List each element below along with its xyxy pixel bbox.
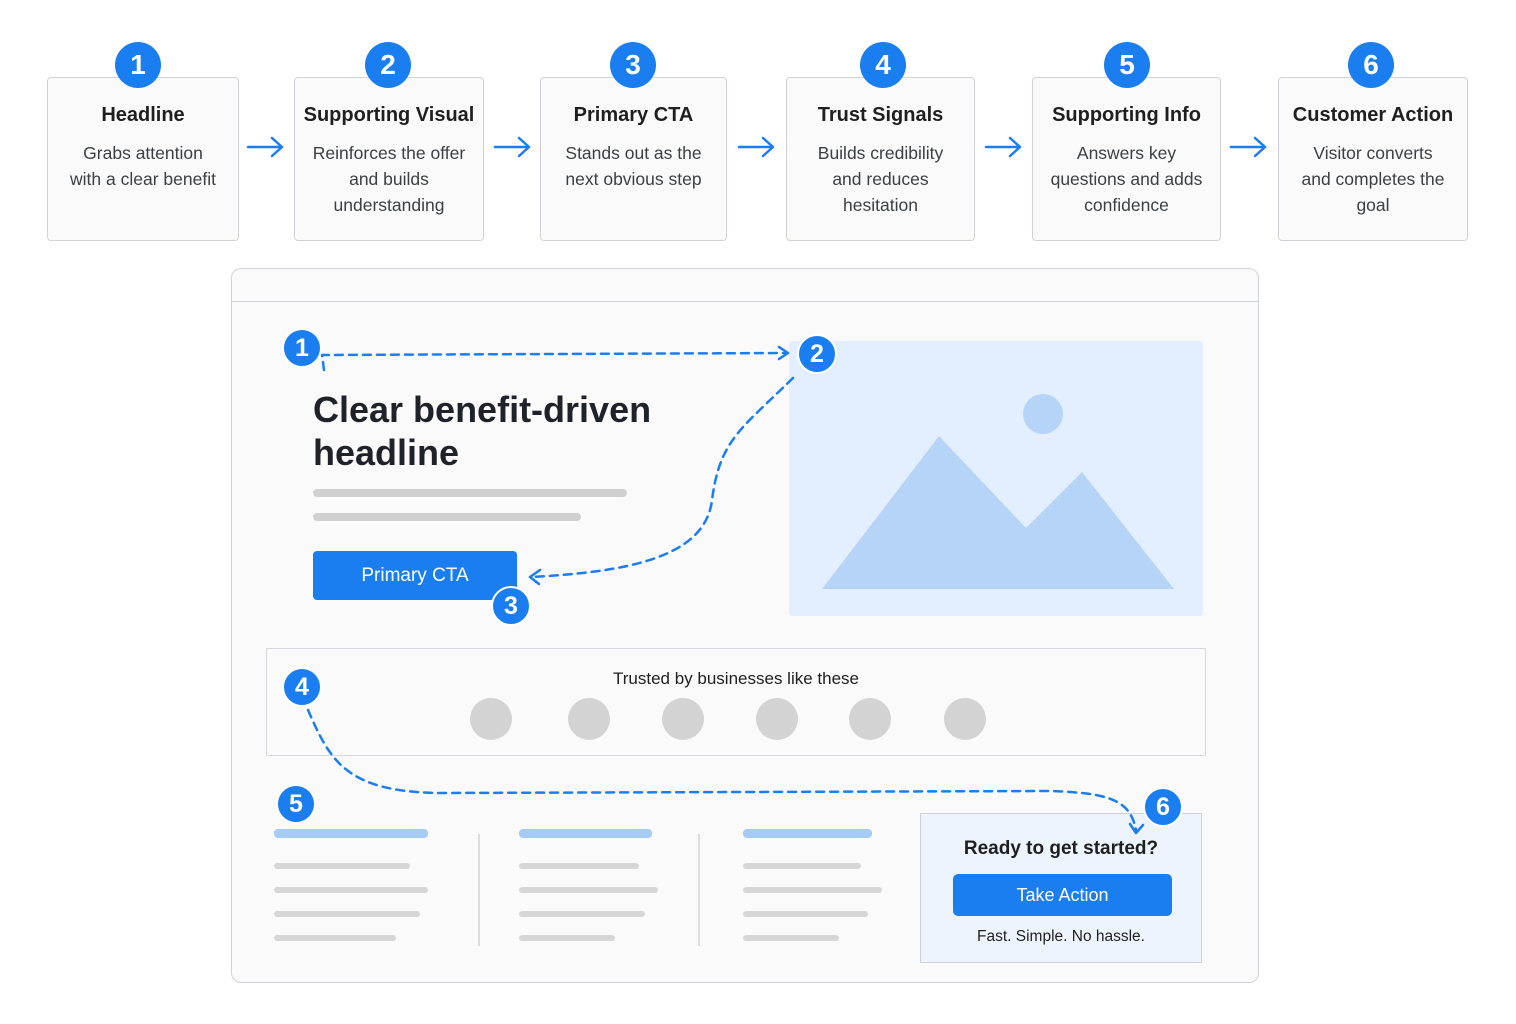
- primary-cta-button[interactable]: Primary CTA: [313, 551, 517, 600]
- client-logo-placeholder: [470, 698, 512, 740]
- info-text-line: [519, 887, 658, 893]
- client-logo-placeholder: [756, 698, 798, 740]
- step-title: Supporting Info: [1052, 104, 1201, 126]
- info-text-line: [743, 863, 861, 869]
- step-title: Supporting Visual: [303, 104, 475, 126]
- final-cta-title: Ready to get started?: [963, 838, 1159, 859]
- client-logo-placeholder: [568, 698, 610, 740]
- subtext-line: [313, 489, 627, 497]
- trust-title: Trusted by businesses like these: [613, 669, 859, 688]
- step-description: Stands out as the next obvious step: [565, 143, 702, 189]
- step-badge-6: 6: [1348, 42, 1394, 88]
- flow-badge-3: 3: [491, 586, 531, 626]
- column-divider: [698, 834, 700, 946]
- step-description: Builds credibility and reduces hesitatio…: [817, 143, 944, 215]
- image-icon: [822, 394, 1174, 589]
- step-card-supporting-visual: Supporting Visual Reinforces the offer a…: [294, 77, 484, 241]
- step-description: Answers key questions and adds confidenc…: [1050, 143, 1203, 215]
- info-text-line: [743, 887, 882, 893]
- hero-headline: Clear benefit-driven headline: [313, 389, 652, 473]
- step-description: Grabs attention with a clear benefit: [70, 143, 216, 189]
- info-text-line: [274, 935, 396, 941]
- hero-image-placeholder: [789, 341, 1203, 616]
- info-text-line: [743, 911, 868, 917]
- final-cta-subtext: Fast. Simple. No hassle.: [977, 928, 1145, 945]
- step-title: Headline: [101, 104, 185, 126]
- step-badge-4: 4: [860, 42, 906, 88]
- step-badge-3: 3: [610, 42, 656, 88]
- info-heading-line: [519, 829, 652, 838]
- flow-badge-1: 1: [282, 328, 322, 368]
- flow-badge-6: 6: [1143, 787, 1183, 827]
- client-logo-placeholder: [662, 698, 704, 740]
- info-heading-line: [743, 829, 872, 838]
- info-text-line: [519, 935, 615, 941]
- step-title: Primary CTA: [573, 104, 694, 126]
- info-text-line: [743, 935, 839, 941]
- info-text-line: [274, 863, 410, 869]
- flow-badge-5: 5: [276, 784, 316, 824]
- step-card-primary-cta: Primary CTA Stands out as the next obvio…: [540, 77, 727, 241]
- info-text-line: [274, 911, 420, 917]
- step-badge-5: 5: [1104, 42, 1150, 88]
- step-card-supporting-info: Supporting Info Answers key questions an…: [1032, 77, 1221, 241]
- browser-bar-divider: [232, 301, 1258, 302]
- info-text-line: [519, 863, 639, 869]
- step-title: Customer Action: [1292, 104, 1454, 126]
- client-logo-placeholder: [849, 698, 891, 740]
- info-text-line: [274, 887, 428, 893]
- arrow-right-icon: [1229, 136, 1267, 158]
- flow-badge-2: 2: [797, 334, 837, 374]
- step-title: Trust Signals: [817, 104, 944, 126]
- info-heading-line: [274, 829, 428, 838]
- subtext-line: [313, 513, 581, 521]
- info-text-line: [519, 911, 645, 917]
- arrow-right-icon: [737, 136, 775, 158]
- client-logo-placeholder: [944, 698, 986, 740]
- step-card-customer-action: Customer Action Visitor converts and com…: [1278, 77, 1468, 241]
- step-card-trust-signals: Trust Signals Builds credibility and red…: [786, 77, 975, 241]
- take-action-button[interactable]: Take Action: [953, 874, 1172, 916]
- final-cta-section: Ready to get started? Take Action Fast. …: [920, 813, 1202, 963]
- step-badge-2: 2: [365, 42, 411, 88]
- trust-signals-section: Trusted by businesses like these: [266, 648, 1206, 756]
- step-badge-1: 1: [115, 42, 161, 88]
- arrow-right-icon: [246, 136, 284, 158]
- step-card-headline: Headline Grabs attention with a clear be…: [47, 77, 239, 241]
- arrow-right-icon: [493, 136, 531, 158]
- step-description: Visitor converts and completes the goal: [1301, 143, 1445, 215]
- column-divider: [478, 834, 480, 946]
- arrow-right-icon: [984, 136, 1022, 158]
- flow-badge-4: 4: [282, 667, 322, 707]
- step-description: Reinforces the offer and builds understa…: [312, 143, 466, 215]
